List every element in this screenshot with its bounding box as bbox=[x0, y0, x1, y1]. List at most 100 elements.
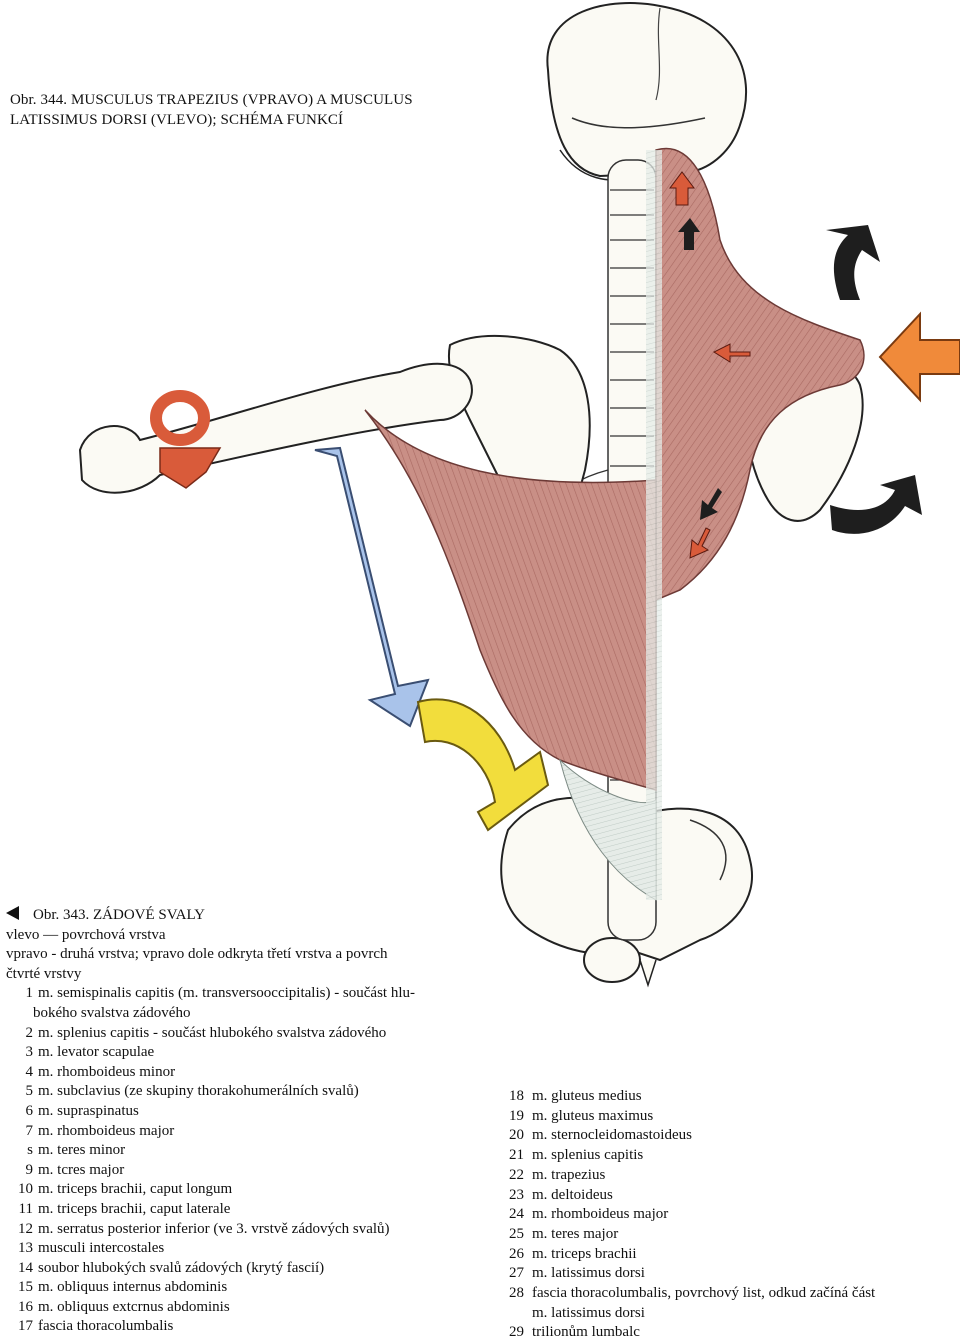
legend-item-number: 16 bbox=[18, 1298, 33, 1315]
legend-item-number: 4 bbox=[25, 1063, 34, 1080]
legend-item-text: soubor hlubokých svalů zádových (krytý f… bbox=[38, 1259, 325, 1276]
legend-item-continuation: m. latissimus dorsi bbox=[532, 1304, 645, 1321]
legend-item-text: m. serratus posterior inferior (ve 3. vr… bbox=[38, 1220, 390, 1237]
figure-caption: Obr. 344. MUSCULUS TRAPEZIUS (VPRAVO) A … bbox=[10, 90, 480, 130]
legend-item-number: 5 bbox=[25, 1083, 34, 1100]
legend-item: 20 m. sternocleidomastoideus bbox=[502, 1126, 952, 1146]
legend-item: 18 m. gluteus medius bbox=[502, 1087, 952, 1107]
legend-item-number: 19 bbox=[509, 1107, 524, 1124]
legend-item-number: 25 bbox=[509, 1225, 524, 1242]
legend-item-number: 10 bbox=[18, 1181, 33, 1198]
caption-line-1: Obr. 344. MUSCULUS TRAPEZIUS (VPRAVO) A … bbox=[10, 92, 413, 108]
black-arrow-up bbox=[826, 225, 880, 300]
legend-item-number: 17 bbox=[18, 1318, 33, 1335]
legend-left: Obr. 343. ZÁDOVÉ SVALY vlevo — povrchová… bbox=[6, 906, 476, 1337]
legend-item-text: m. splenius capitis bbox=[532, 1147, 644, 1164]
legend-item-text: m. deltoideus bbox=[532, 1186, 613, 1203]
legend-item-number: 20 bbox=[509, 1127, 524, 1144]
legend-item-number: 24 bbox=[509, 1206, 524, 1223]
legend-item-text: m. subclavius (ze skupiny thorakohumerál… bbox=[38, 1083, 359, 1100]
legend-line-c: čtvrté vrstvy bbox=[6, 965, 82, 982]
legend-item-text: m. triceps brachii bbox=[532, 1245, 637, 1262]
legend-item-text: m. obliquus internus abdominis bbox=[38, 1279, 228, 1296]
legend-item-number: 1 bbox=[25, 985, 34, 1002]
legend-item-text: m. splenius capitis - součást hlubokého … bbox=[38, 1024, 387, 1041]
legend-item-text: m. teres major bbox=[532, 1225, 619, 1242]
legend-item-number: 22 bbox=[509, 1166, 524, 1183]
legend-item-text: musculi intercostales bbox=[38, 1240, 165, 1257]
orange-arrow bbox=[878, 311, 960, 403]
legend-item-number: 12 bbox=[18, 1220, 33, 1237]
legend-title: Obr. 343. ZÁDOVÉ SVALY bbox=[33, 907, 205, 923]
legend-item: 10 m. triceps brachii, caput longum bbox=[6, 1180, 476, 1200]
legend-item-text: m. tcres major bbox=[38, 1161, 125, 1178]
fascia-strip bbox=[646, 150, 662, 900]
legend-item: 28 fascia thoracolumbalis, povrchový list… bbox=[502, 1284, 952, 1304]
legend-item-text: m. gluteus medius bbox=[532, 1088, 642, 1104]
legend-item-number: 21 bbox=[509, 1147, 524, 1164]
legend-item-text: m. sternocleidomastoideus bbox=[532, 1127, 692, 1144]
legend-item-text: m. triceps brachii, caput longum bbox=[38, 1181, 233, 1198]
legend-item-number: 7 bbox=[25, 1122, 34, 1139]
caption-line-2: LATISSIMUS DORSI (VLEVO); SCHÉMA FUNKCÍ bbox=[10, 112, 344, 128]
legend-item: 12 m. serratus posterior inferior (ve 3. … bbox=[6, 1220, 476, 1240]
small-muscle-arrows bbox=[669, 171, 751, 559]
legend-item: 16 m. obliquus extcrnus abdominis bbox=[6, 1298, 476, 1318]
legend-item-text: m. teres minor bbox=[38, 1142, 126, 1159]
legend-line-b: vpravo - druhá vrstva; vpravo dole odkry… bbox=[6, 946, 388, 963]
legend-item: 17 fascia thoracolumbalis bbox=[6, 1317, 476, 1337]
legend-item-number: 18 bbox=[509, 1088, 524, 1104]
legend-item-text: m. rhomboideus major bbox=[38, 1122, 175, 1139]
legend-item: 11 m. triceps brachii, caput laterale bbox=[6, 1200, 476, 1220]
legend-item-text: fascia thoracolumbalis bbox=[38, 1318, 174, 1335]
legend-title-row: Obr. 343. ZÁDOVÉ SVALY bbox=[6, 906, 476, 926]
legend-item-text: m. semispinalis capitis (m. transversooc… bbox=[38, 985, 416, 1002]
legend-item-number: 13 bbox=[18, 1240, 33, 1257]
legend-item-number: 6 bbox=[25, 1102, 34, 1119]
legend-item: 24 m. rhomboideus major bbox=[502, 1205, 952, 1225]
legend-item-text: m. latissimus dorsi bbox=[532, 1265, 645, 1282]
legend-item: 26 m. triceps brachii bbox=[502, 1245, 952, 1265]
legend-item-number: 26 bbox=[509, 1245, 524, 1262]
legend-item-number: 23 bbox=[509, 1186, 524, 1203]
legend-item-number: 28 bbox=[509, 1285, 524, 1302]
legend-item: 25 m. teres major bbox=[502, 1225, 952, 1245]
legend-item-text: m. supraspinatus bbox=[38, 1102, 139, 1119]
legend-item-text: fascia thoracolumbalis, povrchový list, … bbox=[532, 1285, 876, 1302]
yellow-arrow bbox=[416, 698, 550, 832]
legend-item: 21 m. splenius capitis bbox=[502, 1146, 952, 1166]
legend-item-continuation: bokého svalstva zádového bbox=[33, 1004, 191, 1021]
legend-item: s m. teres minor bbox=[6, 1141, 476, 1161]
legend-item-number: s bbox=[27, 1142, 33, 1159]
legend-item-text: trilionům lumbalc bbox=[532, 1324, 640, 1341]
legend-item-text: m. rhomboideus major bbox=[532, 1206, 669, 1223]
legend-item-number: 11 bbox=[18, 1200, 33, 1217]
legend-item-text: m. obliquus extcrnus abdominis bbox=[38, 1298, 230, 1315]
legend-item-number: 9 bbox=[25, 1161, 34, 1178]
back-triangle-icon bbox=[6, 906, 19, 920]
legend-item-number: 15 bbox=[18, 1279, 33, 1296]
black-arrow-down bbox=[830, 475, 922, 534]
legend-item-number: 14 bbox=[18, 1259, 33, 1276]
blue-arrow bbox=[314, 446, 430, 728]
legend-item: 13 musculi intercostales bbox=[6, 1239, 476, 1259]
legend-item-number: 2 bbox=[25, 1024, 34, 1041]
trapezius-muscle bbox=[655, 147, 865, 602]
legend-item-text: m. triceps brachii, caput laterale bbox=[38, 1200, 231, 1217]
legend-item-number: 3 bbox=[25, 1044, 34, 1061]
legend-item-text: m. levator scapulae bbox=[38, 1044, 155, 1061]
